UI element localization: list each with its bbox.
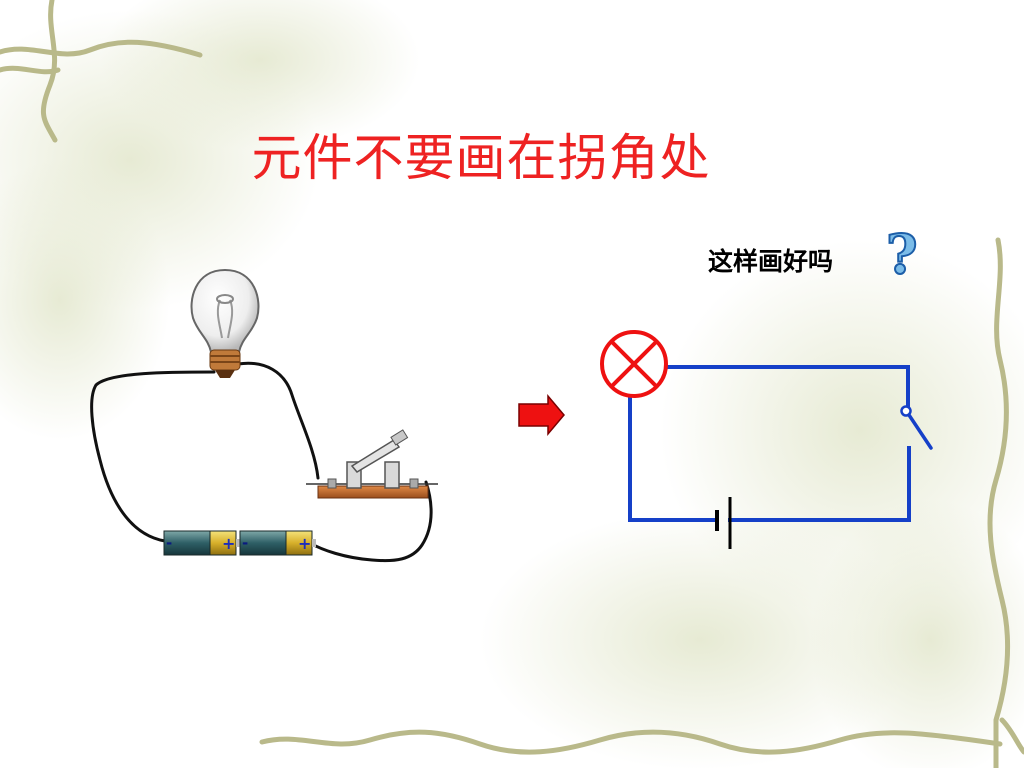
battery-cell-right: [239, 530, 316, 556]
battery-plus-label-2: +: [298, 534, 311, 553]
battery-symbol: [715, 497, 732, 549]
battery-cell-left: [163, 530, 240, 556]
wire-set: [90, 361, 433, 563]
wire-left: [628, 396, 718, 522]
battery-plus-label-1: +: [222, 534, 235, 553]
wire-bulb-left: [90, 370, 216, 543]
switch-symbol: [900, 405, 933, 450]
question-text: 这样画好吗: [708, 247, 834, 276]
battery-minus-label-1: -: [166, 534, 172, 552]
light-bulb-icon: [190, 268, 260, 378]
schematic-wires: [628, 365, 911, 522]
slide-title: 元件不要画在拐角处: [251, 129, 711, 187]
wire-switch-right: [308, 480, 433, 563]
lamp-symbol: [600, 330, 668, 398]
wire-top: [666, 365, 910, 410]
knife-switch-icon: [306, 429, 438, 499]
battery-icon: - + - +: [163, 530, 316, 556]
wire-bottom: [728, 446, 911, 522]
wire-bulb-right: [236, 361, 320, 480]
question-mark-icon: ?: [885, 222, 919, 286]
battery-minus-label-2: -: [242, 534, 248, 552]
